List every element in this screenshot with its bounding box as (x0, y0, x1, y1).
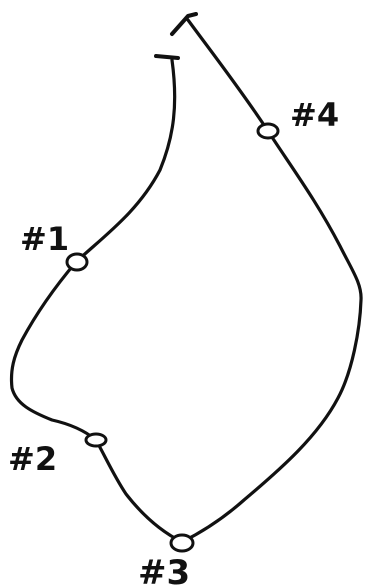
waypoint-2-marker (86, 434, 106, 446)
waypoint-4-marker (258, 124, 278, 138)
waypoint-1-marker (67, 254, 87, 270)
start-bar-mark (156, 56, 178, 58)
waypoint-3-marker (171, 535, 193, 551)
waypoint-4-label: #4 (290, 96, 339, 134)
waypoint-2-label: #2 (8, 440, 57, 478)
waypoint-3-label: #3 (138, 553, 190, 587)
waypoint-1-label: #1 (20, 220, 69, 258)
